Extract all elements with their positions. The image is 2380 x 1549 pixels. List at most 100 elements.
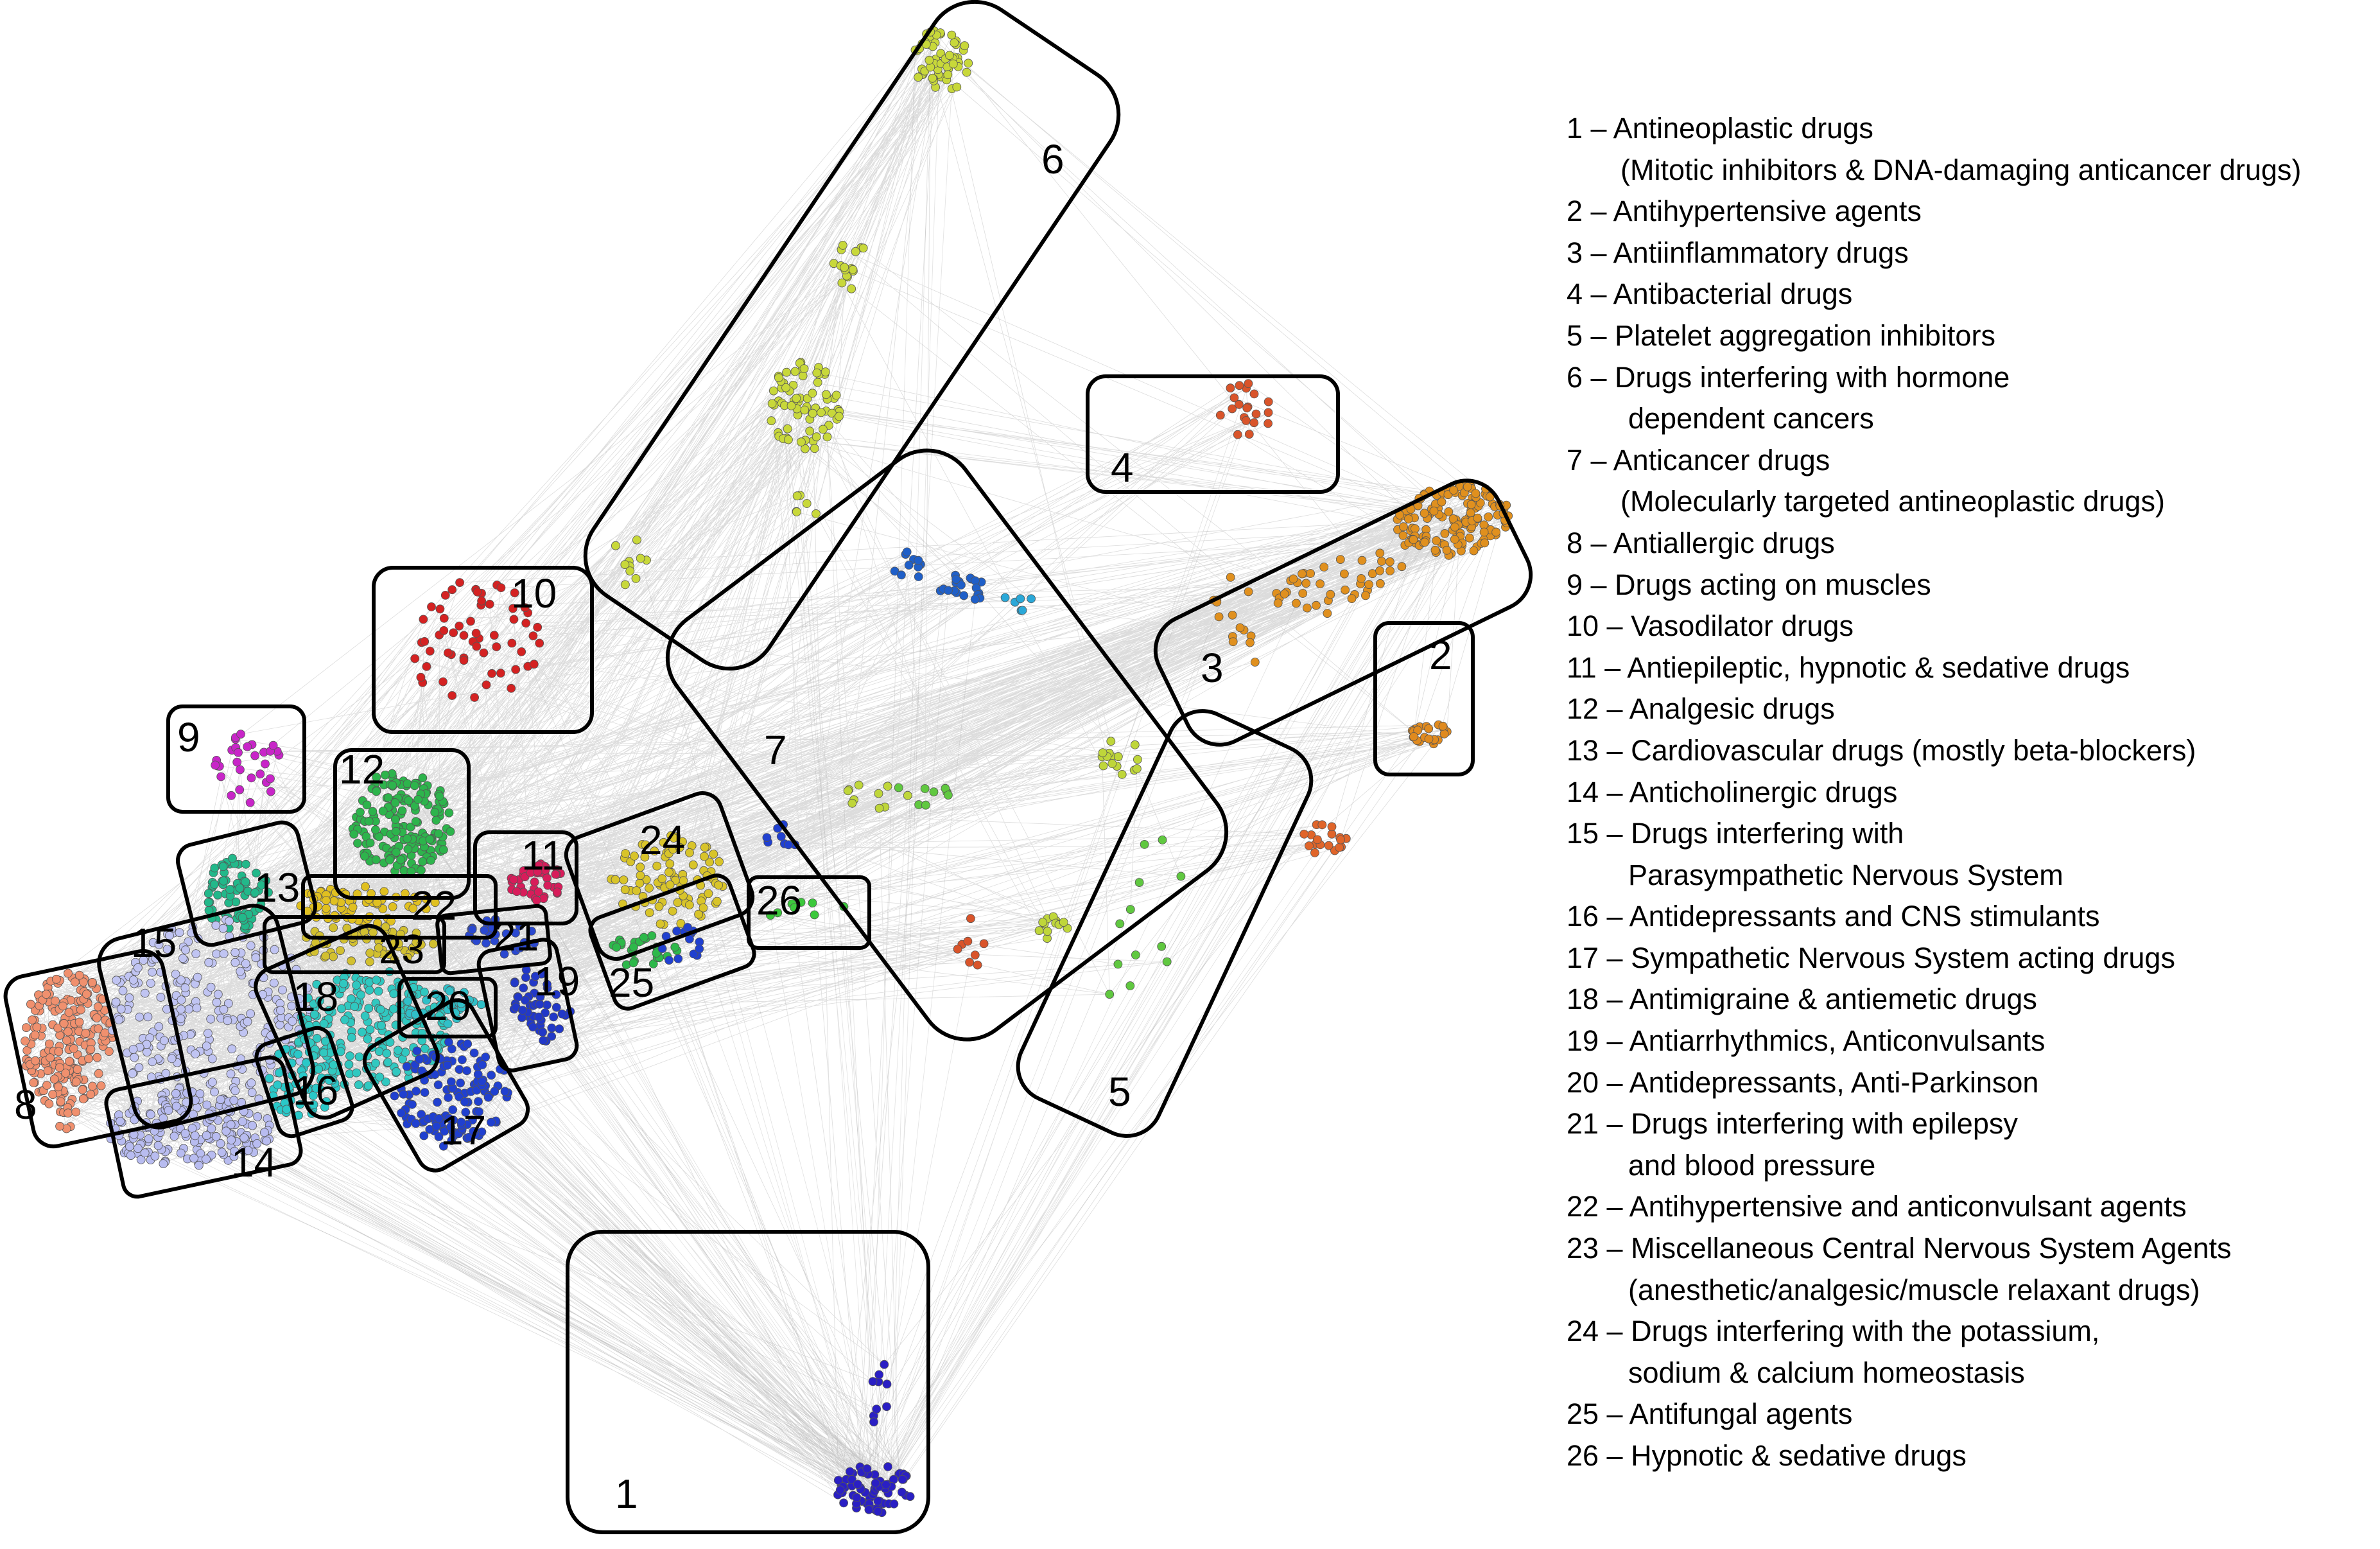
network-node <box>439 1141 448 1151</box>
network-node <box>1043 927 1052 936</box>
network-node <box>426 855 435 865</box>
network-node <box>388 780 397 790</box>
network-node <box>177 995 186 1004</box>
network-node <box>473 587 482 597</box>
network-node <box>368 807 378 816</box>
network-node <box>547 1023 557 1033</box>
network-node <box>1214 612 1224 622</box>
network-node <box>225 916 234 926</box>
cluster-label-26: 26 <box>756 877 802 923</box>
network-node <box>1233 430 1242 439</box>
network-node <box>670 942 680 952</box>
network-node <box>715 857 724 866</box>
network-node <box>822 432 832 442</box>
network-node <box>1113 959 1123 969</box>
network-node <box>948 59 958 69</box>
network-node <box>87 978 97 987</box>
network-node <box>641 840 650 850</box>
cluster-boxes: 1 2 3 4 5 6 7 8 <box>3 0 1533 1534</box>
network-node <box>705 857 714 867</box>
network-node <box>510 588 519 597</box>
network-node <box>246 941 256 950</box>
legend-item-15-line-2: Parasympathetic Nervous System <box>1628 858 2063 891</box>
network-node <box>635 879 645 888</box>
network-node <box>265 1074 274 1083</box>
network-node <box>928 73 937 83</box>
network-node <box>511 665 521 674</box>
network-node <box>216 1139 225 1148</box>
network-node <box>388 902 397 911</box>
network-node <box>472 642 482 651</box>
network-node <box>636 554 645 563</box>
legend-item-23: 23 – Miscellaneous Central Nervous Syste… <box>1567 1228 2379 1311</box>
cluster-legend: 1 – Antineoplastic drugs(Mitotic inhibit… <box>1567 108 2379 1477</box>
network-node <box>1479 527 1489 537</box>
network-node <box>209 880 219 889</box>
network-node <box>1106 737 1116 746</box>
network-node <box>162 945 172 954</box>
network-node <box>805 426 815 436</box>
network-node <box>1099 761 1108 771</box>
network-node <box>1429 506 1439 516</box>
network-node <box>625 566 635 575</box>
network-node <box>410 654 420 663</box>
network-node <box>340 1015 349 1024</box>
network-node <box>268 740 278 750</box>
network-node <box>474 1097 483 1106</box>
network-node <box>169 1132 179 1141</box>
network-node <box>1420 538 1430 547</box>
cluster-box-18-frame <box>254 923 440 1120</box>
network-node <box>212 949 221 959</box>
network-node <box>657 874 667 884</box>
network-node <box>499 949 509 959</box>
network-node <box>1312 835 1322 845</box>
network-node <box>883 782 892 791</box>
network-node <box>444 648 453 658</box>
network-node <box>192 1003 202 1013</box>
network-node <box>831 390 841 400</box>
network-node <box>527 927 536 936</box>
network-node <box>833 1476 843 1485</box>
network-node <box>365 838 375 848</box>
network-node <box>371 855 381 864</box>
cluster-box-7-frame <box>665 448 1229 1042</box>
network-node <box>951 575 960 584</box>
network-node <box>456 1078 465 1088</box>
network-node <box>535 638 544 648</box>
network-node <box>136 1155 146 1164</box>
network-node <box>1158 836 1167 845</box>
network-node <box>496 669 505 678</box>
network-node <box>612 943 621 952</box>
network-node <box>150 1151 160 1161</box>
cluster-box-22: 22 <box>301 874 498 940</box>
network-node <box>420 637 430 646</box>
network-node <box>415 1055 424 1064</box>
network-node <box>492 642 501 651</box>
network-node <box>784 435 793 444</box>
network-node <box>361 832 371 841</box>
network-node <box>490 1087 499 1096</box>
network-node <box>519 983 528 993</box>
cluster-box-6: 6 <box>583 0 1121 671</box>
network-node <box>434 829 443 838</box>
network-node <box>302 983 312 993</box>
cluster-label-20: 20 <box>425 983 471 1029</box>
network-node <box>466 617 475 626</box>
network-node <box>517 1006 527 1015</box>
network-node <box>551 870 560 879</box>
network-node <box>1341 585 1350 595</box>
network-node <box>944 586 953 595</box>
network-node <box>1438 721 1448 731</box>
network-node <box>477 596 486 606</box>
network-node <box>1107 759 1117 768</box>
network-node <box>94 1024 103 1033</box>
network-node <box>796 898 806 907</box>
edge-fan <box>42 33 1504 1496</box>
cluster-box-8-frame <box>3 949 193 1149</box>
network-node <box>964 58 973 68</box>
network-node <box>390 798 400 807</box>
cluster-box-21-frame <box>435 904 552 976</box>
network-node <box>783 424 792 433</box>
network-node <box>379 887 389 896</box>
network-node <box>53 1023 63 1033</box>
